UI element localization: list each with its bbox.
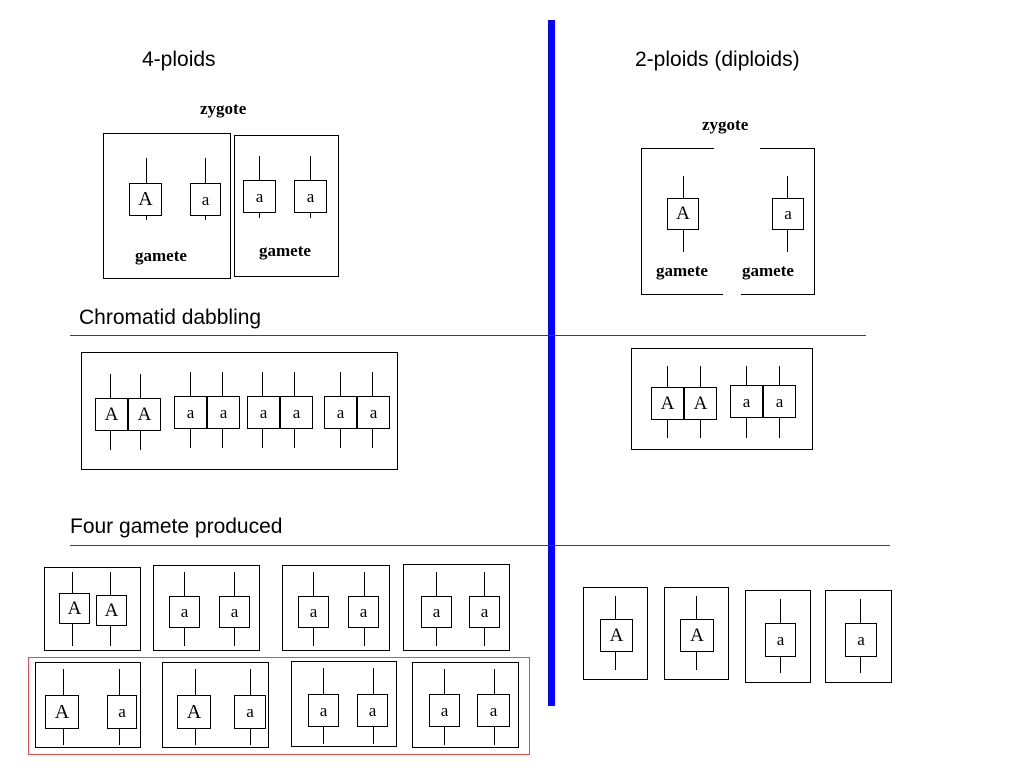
allele-a: a: [234, 695, 266, 729]
allele-a: a: [107, 695, 137, 729]
chromatid-box-open-corner-top: [356, 350, 401, 351]
allele-A: A: [177, 695, 211, 729]
allele-A: A: [651, 387, 684, 420]
allele-A: A: [600, 619, 633, 652]
gamete-box: [745, 590, 811, 683]
allele-a: a: [280, 396, 313, 429]
heading-four-gamete: Four gamete produced: [70, 515, 283, 538]
gamete-box: [583, 587, 648, 680]
gamete-label: gamete: [259, 241, 311, 260]
allele-a: a: [298, 596, 329, 628]
gamete-box: [664, 587, 729, 680]
allele-a: a: [308, 694, 339, 727]
allele-A: A: [45, 695, 79, 729]
gamete-box-4n-right: [234, 135, 339, 277]
heading-2-ploids: 2-ploids (diploids): [635, 48, 800, 71]
allele-a: a: [429, 694, 460, 727]
allele-a: a: [190, 183, 221, 216]
gamete-box: [403, 564, 510, 651]
zygote-label-4n: zygote: [200, 99, 247, 118]
allele-A: A: [129, 183, 162, 216]
allele-a: a: [357, 694, 388, 727]
allele-A: A: [59, 593, 90, 624]
gamete-label: gamete: [656, 261, 708, 280]
allele-a: a: [765, 623, 796, 657]
allele-a: a: [845, 623, 877, 657]
rule-four-gamete: [70, 545, 890, 546]
allele-A: A: [96, 595, 127, 626]
zygote-label-2n: zygote: [702, 115, 749, 134]
allele-a: a: [772, 198, 804, 230]
heading-4-ploids: 4-ploids: [142, 48, 216, 71]
gamete-box: [282, 565, 390, 651]
gamete-label: gamete: [742, 261, 794, 280]
allele-a: a: [357, 396, 390, 429]
gamete-box: [44, 567, 141, 651]
gamete-box: [412, 662, 519, 748]
allele-a: a: [207, 396, 240, 429]
allele-A: A: [680, 619, 714, 652]
allele-a: a: [294, 180, 327, 213]
allele-a: a: [469, 596, 500, 628]
gamete-box: [825, 590, 892, 683]
gamete-box: [291, 661, 397, 747]
rule-chromatid: [70, 335, 866, 336]
allele-a: a: [174, 396, 207, 429]
vertical-divider: [548, 20, 555, 706]
highlight-box: [28, 657, 530, 755]
allele-a: a: [324, 396, 357, 429]
allele-a: a: [477, 694, 510, 727]
gamete-box: [162, 662, 269, 748]
zygote-box-gap-top: [714, 144, 760, 152]
allele-a: a: [243, 180, 276, 213]
gamete-label: gamete: [135, 246, 187, 265]
allele-a: a: [763, 385, 796, 418]
allele-a: a: [730, 385, 763, 418]
allele-a: a: [169, 596, 200, 628]
chromatid-box-2n: [631, 348, 813, 450]
allele-a: a: [421, 596, 452, 628]
gamete-box: [153, 565, 260, 651]
gamete-box: [35, 662, 141, 748]
allele-A: A: [128, 398, 161, 431]
allele-a: a: [219, 596, 250, 628]
allele-a: a: [247, 396, 280, 429]
heading-chromatid-dabbling: Chromatid dabbling: [79, 306, 262, 329]
chromatid-box-4n: [81, 352, 398, 470]
allele-A: A: [667, 198, 699, 230]
gamete-box-4n-left: [103, 133, 231, 279]
zygote-box-gap-bottom: [723, 290, 741, 298]
allele-A: A: [95, 398, 128, 431]
allele-a: a: [348, 596, 379, 628]
allele-A: A: [684, 387, 717, 420]
